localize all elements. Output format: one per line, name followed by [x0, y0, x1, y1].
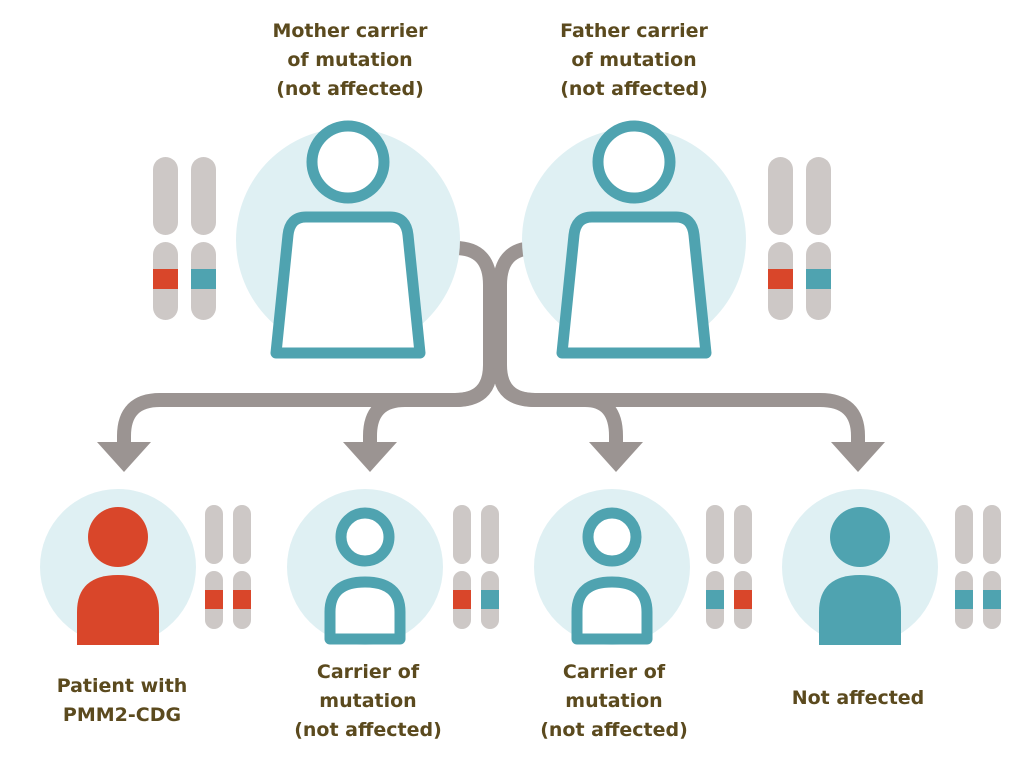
carrier-1-body-icon [324, 576, 406, 645]
mother-label-line: Mother carrier [272, 20, 428, 42]
father-label: Father carrier of mutation (not affected… [560, 17, 708, 104]
carrier-2-head-icon [582, 507, 642, 567]
mutation-band-teal [191, 269, 216, 289]
mother-label-line: (not affected) [276, 78, 424, 100]
mother-head-icon [306, 120, 390, 204]
carrier-1-label-line: (not affected) [294, 719, 442, 741]
arrow-path [363, 369, 497, 448]
mutation-band-red [205, 590, 223, 609]
patient-head-icon [88, 507, 148, 567]
mutation-band-teal [706, 590, 724, 609]
chromosome-upper-arm [453, 505, 471, 564]
father-head-icon [592, 120, 676, 204]
inheritance-arrows [117, 241, 865, 448]
father-body-icon [556, 211, 712, 359]
chromosome-upper-arm [955, 505, 973, 564]
not-affected-chromosomes [955, 505, 1001, 629]
mutation-band-red [153, 269, 178, 289]
chromosome-upper-arm [205, 505, 223, 564]
carrier-1-chromosomes [453, 505, 499, 629]
chromosome-upper-arm [153, 157, 178, 235]
mutation-band-teal [955, 590, 973, 609]
arrow-head-icon [343, 442, 397, 472]
mutation-band-red [768, 269, 793, 289]
patient-body-icon [77, 575, 159, 645]
mother-label: Mother carrier of mutation (not affected… [272, 17, 427, 104]
carrier-1-label-line: Carrier of [316, 661, 420, 683]
chromosome-upper-arm [734, 505, 752, 564]
not-affected-label: Not affected [792, 684, 925, 713]
patient-label-line: PMM2-CDG [62, 704, 182, 726]
mutation-band-teal [983, 590, 1001, 609]
carrier-2-label-line: mutation [565, 690, 663, 712]
chromosome-upper-arm [806, 157, 831, 235]
patient-label: Patient with PMM2-CDG [57, 672, 188, 730]
arrow-path [493, 369, 623, 448]
mutation-band-teal [481, 590, 499, 609]
mutation-band-red [233, 590, 251, 609]
father-label-line: Father carrier [560, 20, 708, 42]
mutation-band-teal [806, 269, 831, 289]
carrier-2-chromosomes [706, 505, 752, 629]
chromosome-upper-arm [768, 157, 793, 235]
arrow-head-icon [589, 442, 643, 472]
carrier-1-label: Carrier of mutation (not affected) [294, 658, 442, 745]
mother-label-line: of mutation [287, 49, 413, 71]
father-chromosomes [768, 157, 831, 320]
mother-body-icon [270, 211, 426, 359]
father-label-line: of mutation [571, 49, 697, 71]
arrow-head-icon [831, 442, 885, 472]
chromosome-upper-arm [706, 505, 724, 564]
carrier-2-body-icon [571, 576, 653, 645]
patient-label-line: Patient with [56, 675, 188, 697]
not-affected-body-icon [819, 575, 901, 645]
arrow-head-icon [97, 442, 151, 472]
carrier-2-label-line: (not affected) [540, 719, 688, 741]
carrier-2-label-line: Carrier of [562, 661, 666, 683]
mother-chromosomes [153, 157, 216, 320]
carrier-2-label: Carrier of mutation (not affected) [540, 658, 688, 745]
chromosome-upper-arm [983, 505, 1001, 564]
chromosome-upper-arm [481, 505, 499, 564]
not-affected-head-icon [830, 507, 890, 567]
father-label-line: (not affected) [560, 78, 708, 100]
carrier-1-head-icon [335, 507, 395, 567]
mutation-band-red [734, 590, 752, 609]
mutation-band-red [453, 590, 471, 609]
carrier-1-label-line: mutation [319, 690, 417, 712]
patient-chromosomes [205, 505, 251, 629]
not-affected-label-line: Not affected [791, 687, 925, 709]
chromosome-upper-arm [233, 505, 251, 564]
chromosome-upper-arm [191, 157, 216, 235]
